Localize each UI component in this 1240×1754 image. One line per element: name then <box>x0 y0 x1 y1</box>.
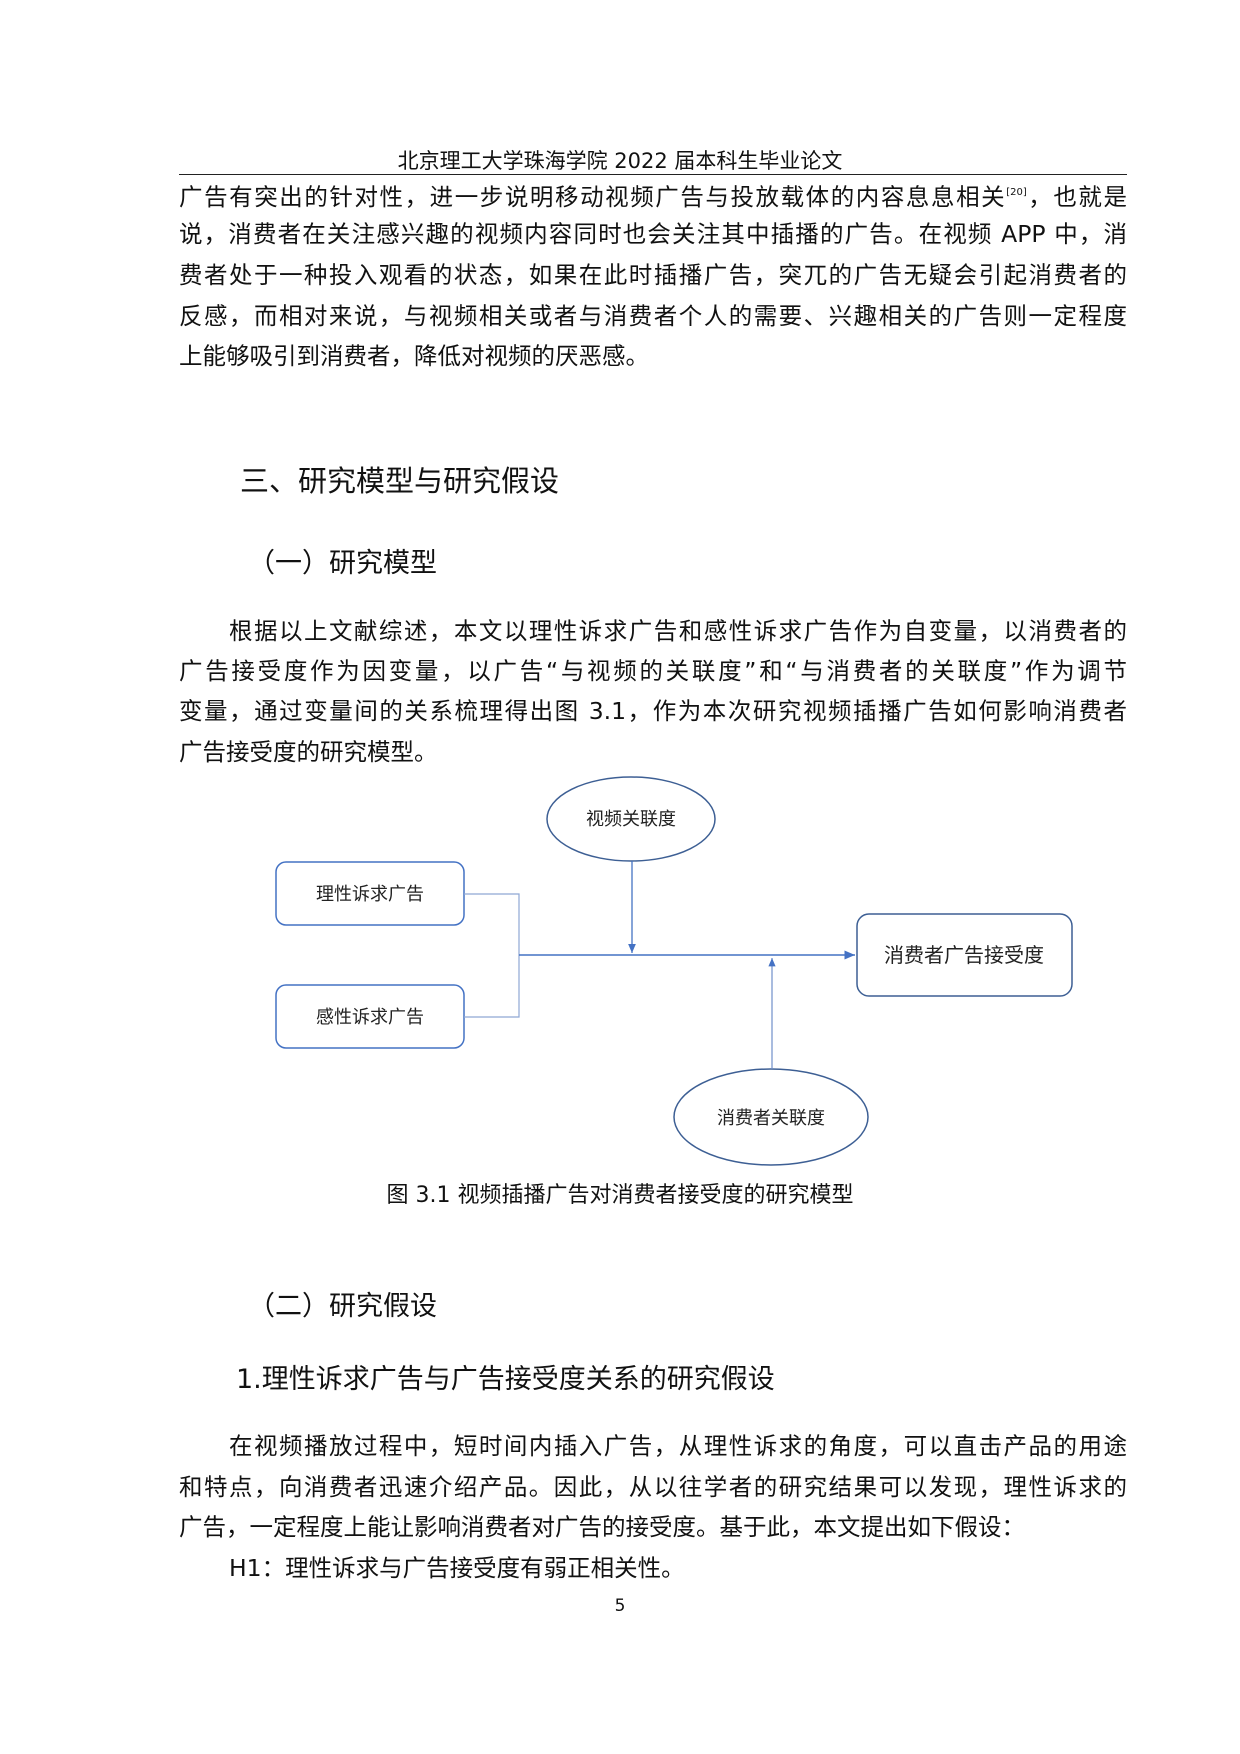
intro-line: 费者处于一种投入观看的状态，如果在此时插播广告，突兀的广告无疑会引起消费者的 <box>179 261 1127 289</box>
subsection-title: （二）研究假设 <box>248 1291 437 1322</box>
model-line: 根据以上文献综述，本文以理性诉求广告和感性诉求广告作为自变量，以消费者的 <box>229 617 1127 645</box>
hypothesis-line: 在视频播放过程中，短时间内插入广告，从理性诉求的角度，可以直击产品的用途 <box>229 1432 1127 1460</box>
emotional-ad-label: 感性诉求广告 <box>316 1007 424 1028</box>
video-relevance-label: 视频关联度 <box>586 809 676 830</box>
acceptance-node <box>856 913 1073 997</box>
consumer-relevance-label: 消费者关联度 <box>717 1108 825 1129</box>
model-line: 广告接受度的研究模型。 <box>179 738 438 766</box>
video-relevance-node <box>546 776 716 862</box>
page-number: 5 <box>614 1596 626 1616</box>
intro-line: 反感，而相对来说，与视频相关或者与消费者个人的需要、兴趣相关的广告则一定程度 <box>179 302 1127 330</box>
hypothesis-h1: H1：理性诉求与广告接受度有弱正相关性。 <box>229 1554 685 1582</box>
intro-text: ，也就是 <box>1026 183 1128 211</box>
hypothesis-line: 和特点，向消费者迅速介绍产品。因此，从以往学者的研究结果可以发现，理性诉求的 <box>179 1473 1127 1501</box>
section-title: 三、研究模型与研究假设 <box>240 464 560 498</box>
header-rule <box>179 174 1127 175</box>
rational-ad-label: 理性诉求广告 <box>316 884 424 905</box>
model-line: 变量，通过变量间的关系梳理得出图 3.1，作为本次研究视频插播广告如何影响消费者 <box>179 697 1127 725</box>
figure-caption: 图 3.1 视频插播广告对消费者接受度的研究模型 <box>386 1183 854 1208</box>
intro-line: 广告有突出的针对性，进一步说明移动视频广告与投放载体的内容息息相关[20]，也就… <box>179 178 1127 212</box>
intro-line: 上能够吸引到消费者，降低对视频的厌恶感。 <box>179 342 649 370</box>
intro-line: 说，消费者在关注感兴趣的视频内容同时也会关注其中插播的广告。在视频 APP 中，… <box>179 220 1127 248</box>
subsection-title: （一）研究模型 <box>248 548 437 579</box>
hypothesis-heading: 1.理性诉求广告与广告接受度关系的研究假设 <box>236 1364 775 1395</box>
hypothesis-line: 广告，一定程度上能让影响消费者对广告的接受度。基于此，本文提出如下假设： <box>179 1513 1025 1541</box>
acceptance-label: 消费者广告接受度 <box>884 943 1044 967</box>
citation: [20] <box>1006 187 1027 198</box>
running-header: 北京理工大学珠海学院 2022 届本科生毕业论文 <box>397 149 843 173</box>
merge-connector <box>464 893 520 1018</box>
consumer-relevance-node <box>673 1068 869 1166</box>
model-line: 广告接受度作为因变量，以广告“与视频的关联度”和“与消费者的关联度”作为调节 <box>179 657 1127 685</box>
intro-text: 广告有突出的针对性，进一步说明移动视频广告与投放载体的内容息息相关 <box>179 183 1007 211</box>
